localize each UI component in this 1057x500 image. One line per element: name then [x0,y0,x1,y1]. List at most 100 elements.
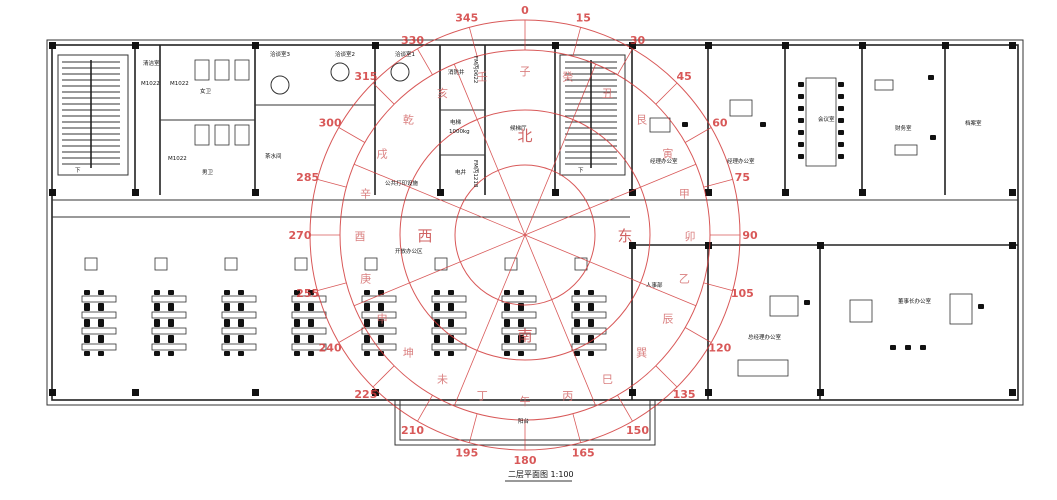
chair [238,306,244,311]
chair [798,106,804,111]
column [859,189,866,196]
label-womens-wc: 女卫 [200,87,212,95]
compass-ring-char: 乾 [403,113,414,126]
chair [574,351,580,356]
column [705,389,712,396]
column [372,42,379,49]
label-elevator-lobby: 候梯厅 [510,124,527,132]
compass-degree-label: 195 [455,446,478,459]
chair [838,142,844,147]
desk [214,124,230,146]
compass-degree-label: 150 [626,424,649,437]
column [629,42,636,49]
chair [448,322,454,327]
desk [361,327,397,335]
chair [448,306,454,311]
chair [224,351,230,356]
compass-sector-line [453,63,526,236]
chair [98,338,104,343]
compass-sector-line [453,234,526,407]
chair [154,351,160,356]
chair [518,290,524,295]
compass-sector-line [524,63,597,236]
compass-ring-char: 辛 [360,186,371,200]
compass-tick [338,127,365,143]
compass-degree-label: 30 [630,34,646,47]
compass-ring [454,164,596,306]
compass-tick [468,27,478,57]
compass-degree-label: 300 [319,117,342,130]
column [49,189,56,196]
desk [571,295,607,303]
compass-ring-char: 庚 [360,272,371,286]
chair [98,322,104,327]
compass-tick [703,282,733,292]
desk [431,343,467,351]
chair [294,306,300,311]
chair [504,351,510,356]
desk [194,124,210,146]
desk [151,295,187,303]
desk [221,295,257,303]
chair [84,338,90,343]
door-tag-m1022-a: M1022 [141,81,160,87]
compass-ring-char: 癸 [562,70,573,84]
desk [431,295,467,303]
label-manager-office-2: 经理办公室 [727,157,755,165]
chair [308,322,314,327]
chair [890,345,896,350]
column [629,189,636,196]
compass-degree-label: 330 [401,34,424,47]
column [372,389,379,396]
chair [238,290,244,295]
compass-tick [372,365,395,388]
compass-degree-label: 75 [735,171,750,184]
compass-ring-char: 巳 [602,373,613,386]
desk [949,293,973,325]
chair [504,306,510,311]
chair [798,82,804,87]
chair [518,338,524,343]
compass-ring-char: 乙 [679,273,690,286]
chair [434,290,440,295]
chair [574,290,580,295]
chair [364,306,370,311]
chair [238,322,244,327]
desk [214,59,230,81]
desk [894,144,918,156]
round-table [270,75,290,95]
compass-south: 南 [517,327,532,345]
desk [154,257,168,271]
chair [798,118,804,123]
chair [154,290,160,295]
chair [434,306,440,311]
chair [928,75,934,80]
chair [760,122,766,127]
desk [769,295,799,317]
column [1009,42,1016,49]
compass-ring-char: 坤 [403,346,414,360]
label-elevator-capacity: 1000kg [449,129,470,135]
desk [291,295,327,303]
label-meeting-room: 会议室 [818,115,835,123]
chair [905,345,911,350]
desk [361,311,397,319]
chair [434,351,440,356]
chair [518,322,524,327]
column [705,42,712,49]
compass-north: 北 [517,127,532,145]
chair [798,154,804,159]
desk [81,343,117,351]
round-table [330,62,350,82]
column [49,42,56,49]
chair [574,338,580,343]
chair [308,338,314,343]
chair [920,345,926,350]
compass-ring-char: 丑 [602,87,613,100]
chair [168,338,174,343]
compass-ring-char: 辰 [662,313,673,326]
chair [168,306,174,311]
chair [84,351,90,356]
compass-sector-line [524,163,697,236]
chair [930,135,936,140]
